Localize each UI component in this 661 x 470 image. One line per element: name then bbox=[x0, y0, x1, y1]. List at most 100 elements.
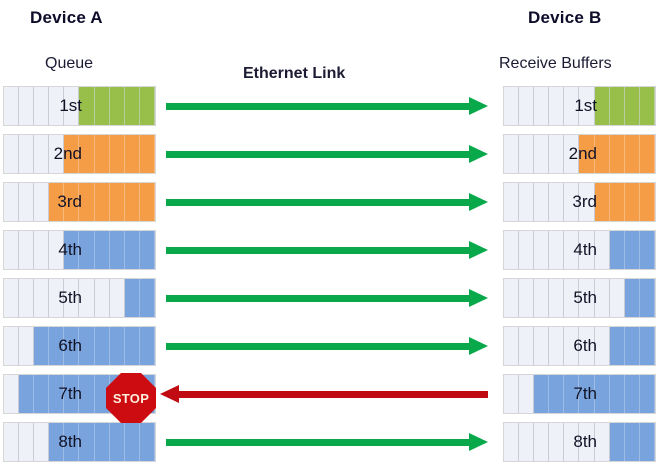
queue-cell-empty bbox=[549, 87, 565, 125]
queue-cell-empty bbox=[564, 327, 580, 365]
arrow-shaft bbox=[166, 103, 470, 110]
queue-cell-blue bbox=[124, 423, 140, 461]
link-arrow-left bbox=[160, 385, 488, 403]
queue-cell-empty bbox=[519, 423, 535, 461]
queue-cell-empty bbox=[19, 183, 35, 221]
queue-cell-blue bbox=[64, 423, 80, 461]
queue-cell-empty bbox=[579, 423, 595, 461]
queue-cell-blue bbox=[49, 327, 65, 365]
queue-cell-empty bbox=[4, 183, 20, 221]
queue-row: 8th bbox=[3, 422, 156, 462]
queue-cell-orange bbox=[109, 135, 125, 173]
queue-cell-empty bbox=[534, 231, 550, 269]
queue-cell-orange bbox=[64, 183, 80, 221]
queue-cell-blue bbox=[94, 231, 110, 269]
arrow-head-icon bbox=[469, 97, 488, 115]
queue-cell-blue bbox=[624, 423, 640, 461]
queue-cell-orange bbox=[79, 183, 95, 221]
queue-cell-empty bbox=[504, 231, 520, 269]
arrow-shaft bbox=[166, 199, 470, 206]
queue-cell-blue bbox=[94, 423, 110, 461]
link-arrow-right bbox=[166, 241, 488, 259]
queue-cell-empty bbox=[519, 327, 535, 365]
queue-cell-empty bbox=[19, 135, 35, 173]
queue-cell-empty bbox=[504, 423, 520, 461]
queue-cell-empty bbox=[504, 183, 520, 221]
arrow-shaft bbox=[166, 295, 470, 302]
queue-cell-blue bbox=[609, 231, 625, 269]
queue-row: 1st bbox=[3, 86, 156, 126]
queue-cell-empty bbox=[4, 327, 20, 365]
queue-cell-blue bbox=[64, 375, 80, 413]
queue-cell-empty bbox=[34, 87, 50, 125]
queue-cell-empty bbox=[564, 231, 580, 269]
queue-cell-empty bbox=[534, 87, 550, 125]
queue-cell-blue bbox=[139, 231, 155, 269]
queue-cell-blue bbox=[124, 279, 140, 317]
queue-cell-orange bbox=[624, 183, 640, 221]
queue-cell-blue bbox=[79, 375, 95, 413]
queue-cell-empty bbox=[519, 231, 535, 269]
queue-cell-empty bbox=[34, 423, 50, 461]
queue-cell-empty bbox=[549, 423, 565, 461]
queue-cell-empty bbox=[594, 327, 610, 365]
queue-cell-blue bbox=[609, 375, 625, 413]
queue-cell-empty bbox=[519, 183, 535, 221]
queue-cell-green bbox=[624, 87, 640, 125]
queue-cell-empty bbox=[564, 135, 580, 173]
queue-row: 1st bbox=[503, 86, 656, 126]
queue-cell-empty bbox=[49, 87, 65, 125]
queue-cell-orange bbox=[594, 183, 610, 221]
queue-cell-blue bbox=[109, 327, 125, 365]
arrow-head-icon bbox=[469, 337, 488, 355]
queue-cell-empty bbox=[34, 135, 50, 173]
queue-cell-blue bbox=[64, 327, 80, 365]
queue-cell-orange bbox=[639, 135, 655, 173]
queue-cell-blue bbox=[564, 375, 580, 413]
queue-cell-empty bbox=[19, 327, 35, 365]
queue-row: 4th bbox=[503, 230, 656, 270]
queue-cell-orange bbox=[94, 183, 110, 221]
link-arrow-right bbox=[166, 289, 488, 307]
arrow-shaft bbox=[166, 439, 470, 446]
queue-cell-blue bbox=[639, 423, 655, 461]
queue-cell-empty bbox=[519, 87, 535, 125]
queue-cell-empty bbox=[4, 423, 20, 461]
queue-row: 5th bbox=[3, 278, 156, 318]
ethernet-link-label: Ethernet Link bbox=[243, 65, 346, 82]
queue-cell-blue bbox=[609, 423, 625, 461]
queue-cell-orange bbox=[609, 135, 625, 173]
queue-cell-blue bbox=[79, 423, 95, 461]
stop-sign: STOP bbox=[106, 373, 156, 423]
queue-row: 8th bbox=[503, 422, 656, 462]
queue-cell-orange bbox=[94, 135, 110, 173]
queue-cell-orange bbox=[139, 135, 155, 173]
queue-cell-empty bbox=[34, 279, 50, 317]
queue-cell-empty bbox=[19, 423, 35, 461]
queue-row: 2nd bbox=[503, 134, 656, 174]
queue-cell-blue bbox=[609, 327, 625, 365]
queue-cell-empty bbox=[549, 327, 565, 365]
queue-cell-blue bbox=[109, 423, 125, 461]
receive-buffers-label: Receive Buffers bbox=[499, 55, 612, 72]
queue-cell-empty bbox=[504, 375, 520, 413]
queue-cell-orange bbox=[579, 135, 595, 173]
queue-cell-blue bbox=[639, 375, 655, 413]
queue-cell-blue bbox=[594, 375, 610, 413]
queue-cell-orange bbox=[49, 183, 65, 221]
queue-cell-blue bbox=[124, 231, 140, 269]
queue-cell-empty bbox=[519, 135, 535, 173]
queue-cell-blue bbox=[549, 375, 565, 413]
queue-cell-empty bbox=[504, 87, 520, 125]
arrow-head-icon bbox=[469, 145, 488, 163]
queue-cell-empty bbox=[549, 135, 565, 173]
queue-cell-empty bbox=[34, 183, 50, 221]
queue-cell-empty bbox=[519, 279, 535, 317]
queue-row: 6th bbox=[503, 326, 656, 366]
queue-cell-orange bbox=[139, 183, 155, 221]
queue-row: 3rd bbox=[3, 182, 156, 222]
queue-cell-empty bbox=[19, 279, 35, 317]
queue-cell-blue bbox=[124, 327, 140, 365]
queue-cell-blue bbox=[64, 231, 80, 269]
queue-cell-empty bbox=[564, 279, 580, 317]
